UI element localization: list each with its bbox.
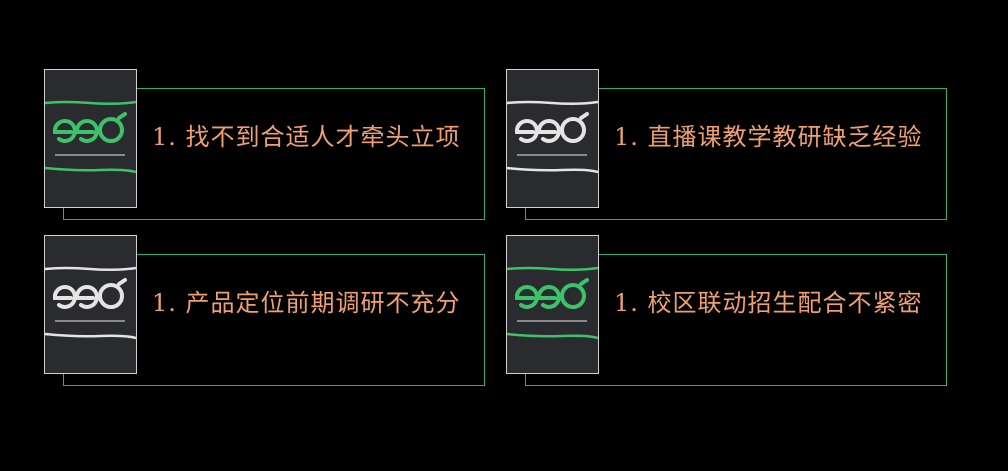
eeo-logo-thumbnail (506, 235, 599, 374)
eeo-logo-icon (52, 278, 127, 309)
card-text: 1. 直播课教学教研缺乏经验 (614, 123, 923, 151)
eeo-logo-icon (52, 112, 127, 143)
eeo-logo-thumbnail (506, 69, 599, 208)
tagline-icon (517, 154, 587, 156)
eeo-logo-icon (514, 278, 589, 309)
tagline-icon (55, 154, 125, 156)
stripe-top-icon (45, 100, 136, 106)
tagline-icon (55, 320, 125, 322)
stripe-bottom-icon (45, 166, 136, 174)
eeo-logo-thumbnail (44, 69, 137, 208)
stripe-bottom-icon (45, 332, 136, 340)
stripe-top-icon (507, 100, 598, 106)
eeo-logo-icon (514, 112, 589, 143)
stripe-bottom-icon (507, 332, 598, 340)
card-text: 1. 校区联动招生配合不紧密 (614, 289, 923, 317)
stripe-top-icon (45, 266, 136, 272)
eeo-logo-thumbnail (44, 235, 137, 374)
stripe-bottom-icon (507, 166, 598, 174)
card-text: 1. 找不到合适人才牵头立项 (152, 123, 461, 151)
tagline-icon (517, 320, 587, 322)
stripe-top-icon (507, 266, 598, 272)
card-text: 1. 产品定位前期调研不充分 (152, 289, 461, 317)
